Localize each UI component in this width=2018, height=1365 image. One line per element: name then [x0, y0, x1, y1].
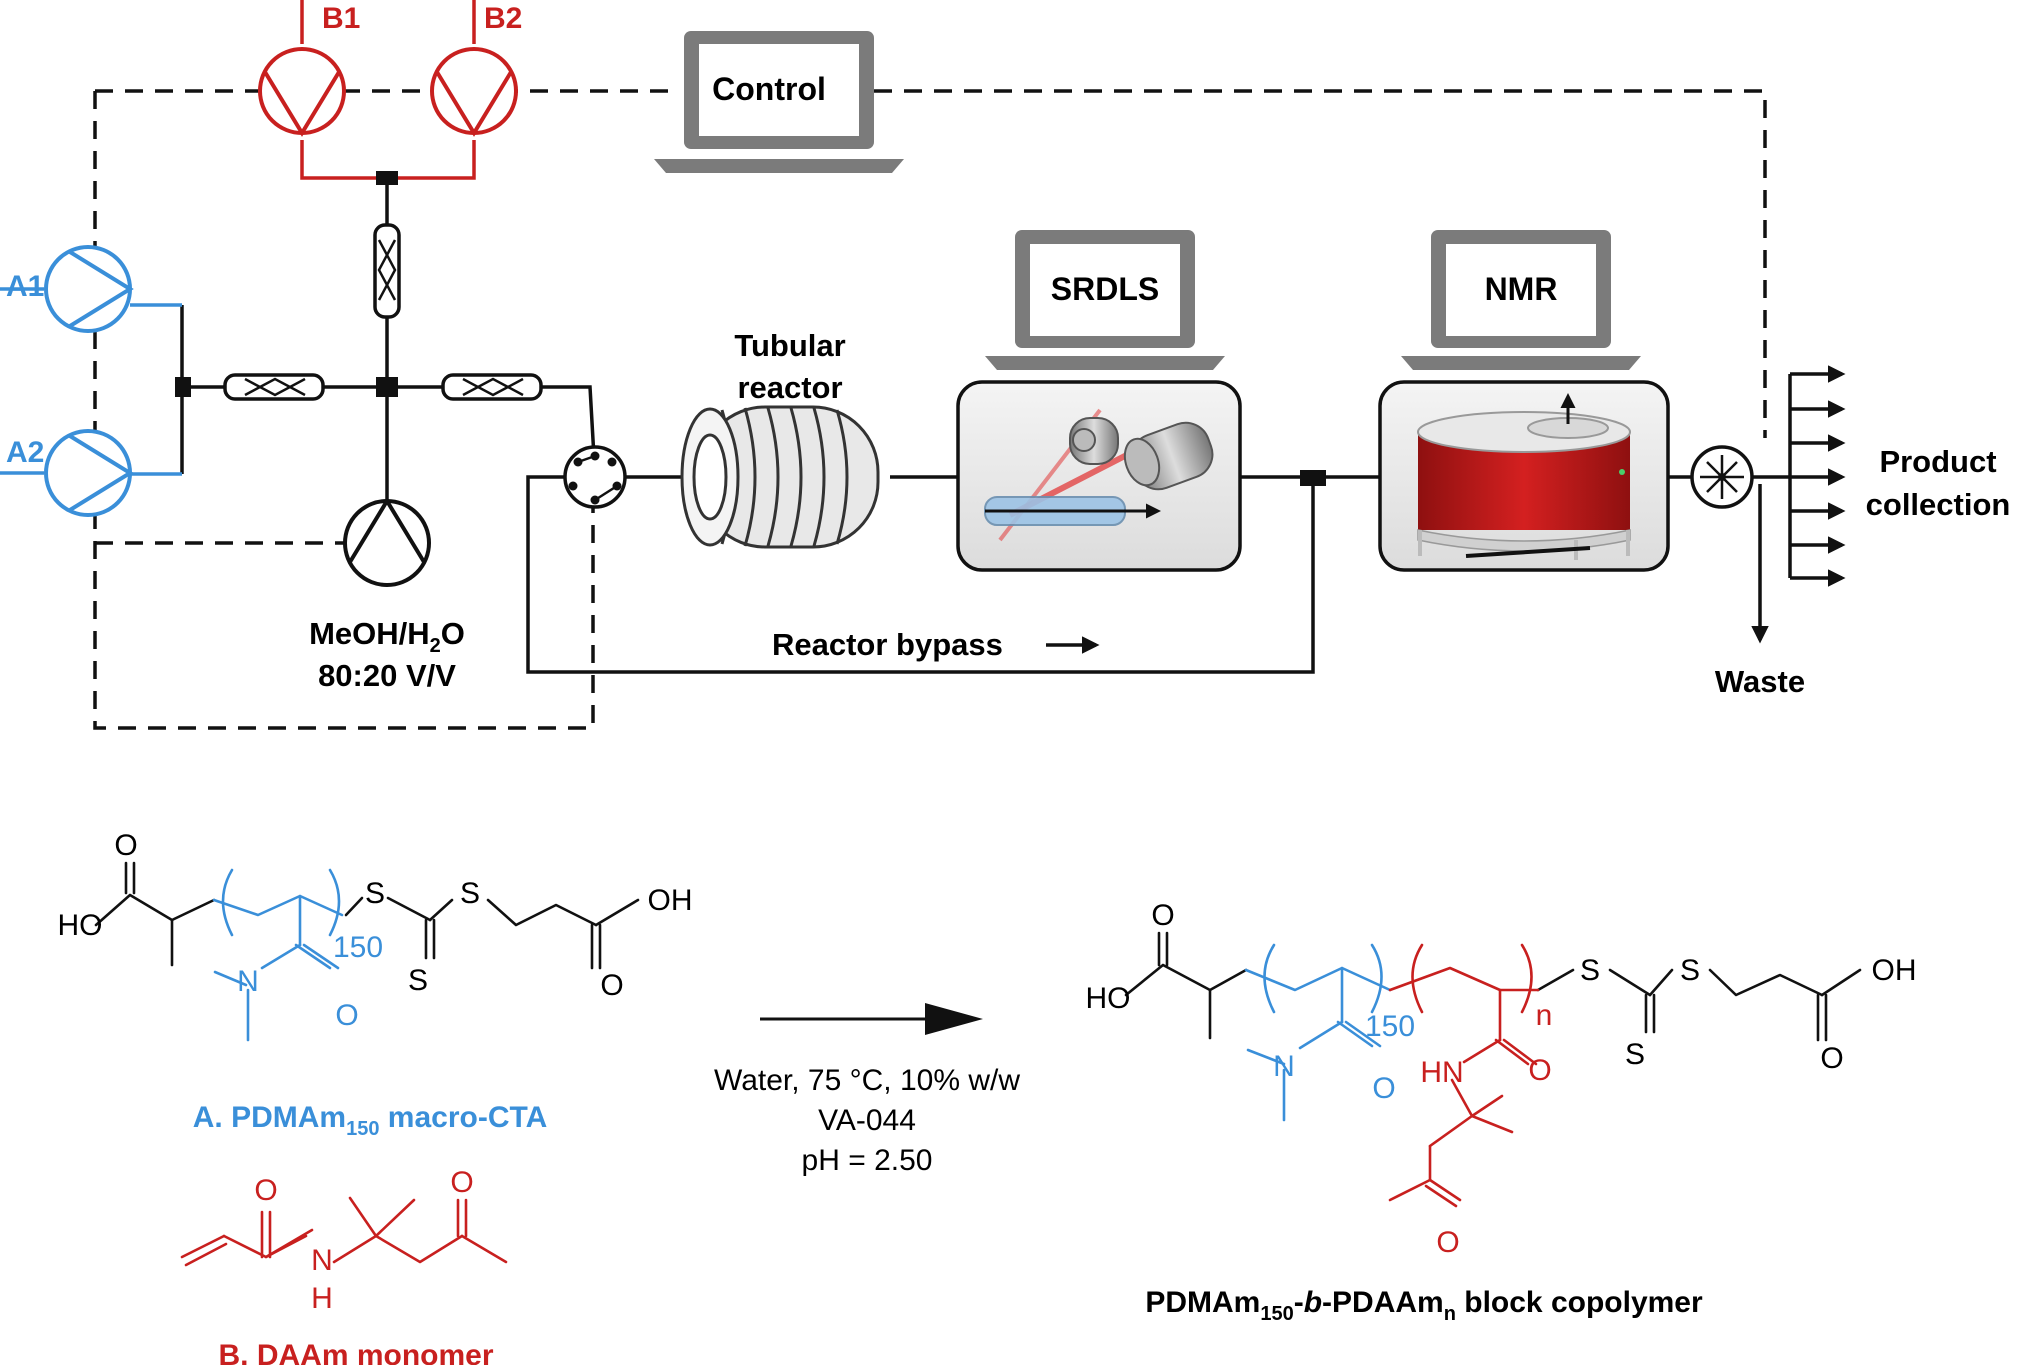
copolymer-text-3: -PDAAm — [1322, 1286, 1444, 1319]
t-connector-top-icon — [376, 171, 398, 185]
reactor-bypass-label: Reactor bypass — [772, 627, 1003, 662]
srdls-laptop-icon — [985, 230, 1225, 370]
bypass-t-connector-icon — [1300, 470, 1326, 486]
copolymer-text-2: - — [1294, 1286, 1304, 1319]
selector-valve-icon — [1690, 445, 1754, 509]
daam-monomer-structure: O N H O — [180, 1166, 508, 1315]
atom-o: O — [1528, 1054, 1551, 1087]
copolymer-text-4: block copolymer — [1456, 1286, 1703, 1319]
solvent-text: MeOH/H — [309, 616, 430, 651]
atom-s: S — [1580, 954, 1600, 987]
reactor-label-line1: Tubular — [734, 328, 845, 363]
atom-hn: HN — [1420, 1056, 1463, 1089]
product-collection-line2: collection — [1866, 487, 2011, 522]
atom-o: O — [114, 829, 137, 862]
pump-a2-label: A2 — [6, 436, 44, 469]
conditions-line3: pH = 2.50 — [802, 1144, 933, 1177]
nmr-instrument-box — [1378, 380, 1670, 572]
block-copolymer-label: PDMAm150-b-PDAAmn block copolymer — [1145, 1286, 1703, 1325]
atom-o: O — [600, 969, 623, 1002]
macro-cta-label: A. PDMAm150 macro-CTA — [193, 1101, 548, 1140]
atom-ho: HO — [58, 909, 103, 942]
product-collection-line1: Product — [1879, 444, 1996, 479]
atom-s: S — [408, 964, 428, 997]
atom-o: O — [1820, 1042, 1843, 1075]
solvent-subscript: 2 — [430, 635, 441, 657]
atom-o: O — [1436, 1226, 1459, 1259]
static-mixer-left-icon — [223, 373, 325, 401]
atom-oh: OH — [1872, 954, 1917, 987]
reactor-label-line2: reactor — [737, 370, 842, 405]
atom-ho: HO — [1086, 982, 1131, 1015]
repeat-n: n — [1536, 999, 1553, 1032]
macro-cta-prefix: A. PDMAm — [193, 1101, 346, 1134]
macro-cta-subscript: 150 — [346, 1118, 379, 1140]
control-laptop-icon — [654, 31, 904, 173]
static-mixer-vertical-icon — [373, 223, 401, 319]
a-pump-lines — [0, 287, 182, 476]
cross-connector-icon — [376, 377, 398, 397]
atom-s: S — [1680, 954, 1700, 987]
atom-n: N — [311, 1244, 333, 1277]
atom-h: H — [311, 1282, 333, 1315]
pump-b1-icon — [258, 47, 346, 137]
dp-150: 150 — [333, 931, 383, 964]
atom-o: O — [450, 1166, 473, 1199]
copolymer-sub-2: n — [1444, 1303, 1456, 1325]
pump-b2-label: B2 — [484, 2, 522, 35]
t-connector-left-icon — [175, 377, 191, 397]
atom-s: S — [365, 877, 385, 910]
daam-monomer-label: B. DAAm monomer — [218, 1339, 493, 1365]
macro-cta-suffix: macro-CTA — [379, 1101, 547, 1134]
solvent-pump-icon — [343, 497, 431, 587]
atom-oh: OH — [648, 884, 693, 917]
atom-o: O — [1151, 899, 1174, 932]
atom-o: O — [1372, 1072, 1395, 1105]
atom-n: N — [237, 965, 259, 998]
copolymer-text-1: PDMAm — [1145, 1286, 1260, 1319]
solvent-ratio-label: 80:20 V/V — [318, 658, 456, 693]
control-dashed-lines — [93, 89, 1767, 730]
solvent-label: MeOH/H2O — [309, 616, 465, 657]
atom-s: S — [1625, 1038, 1645, 1071]
pump-b1-label: B1 — [322, 2, 360, 35]
block-copolymer-structure: O HO S S S OH O O N 150 O HN O n — [1086, 899, 1917, 1259]
solvent-text-o: O — [441, 616, 465, 651]
copolymer-sub-1: 150 — [1260, 1303, 1293, 1325]
srdls-instrument-box — [956, 380, 1242, 572]
static-mixer-right-icon — [441, 373, 543, 401]
atom-o: O — [254, 1174, 277, 1207]
tubular-reactor-icon — [680, 405, 880, 549]
dp-150: 150 — [1365, 1010, 1415, 1043]
conditions-line2: VA-044 — [818, 1104, 916, 1137]
atom-n: N — [1273, 1050, 1295, 1083]
pump-a1-icon — [44, 245, 134, 333]
waste-label: Waste — [1715, 664, 1805, 699]
macro-cta-structure: O HO S S S OH O O N 150 — [58, 829, 693, 1042]
copolymer-text-b: b — [1304, 1286, 1322, 1319]
atom-o: O — [335, 999, 358, 1032]
srdls-label: SRDLS — [1051, 271, 1159, 307]
conditions-line1: Water, 75 °C, 10% w/w — [714, 1064, 1020, 1097]
six-port-valve-icon — [563, 445, 627, 509]
control-label: Control — [712, 71, 826, 107]
collection-outlets — [1752, 365, 1846, 587]
pump-a2-icon — [44, 429, 134, 517]
pump-b2-icon — [430, 47, 518, 137]
nmr-laptop-icon — [1401, 230, 1641, 370]
atom-s: S — [460, 877, 480, 910]
pump-a1-label: A1 — [6, 270, 44, 303]
reaction-arrow-icon — [760, 1003, 983, 1035]
nmr-label: NMR — [1485, 271, 1558, 307]
